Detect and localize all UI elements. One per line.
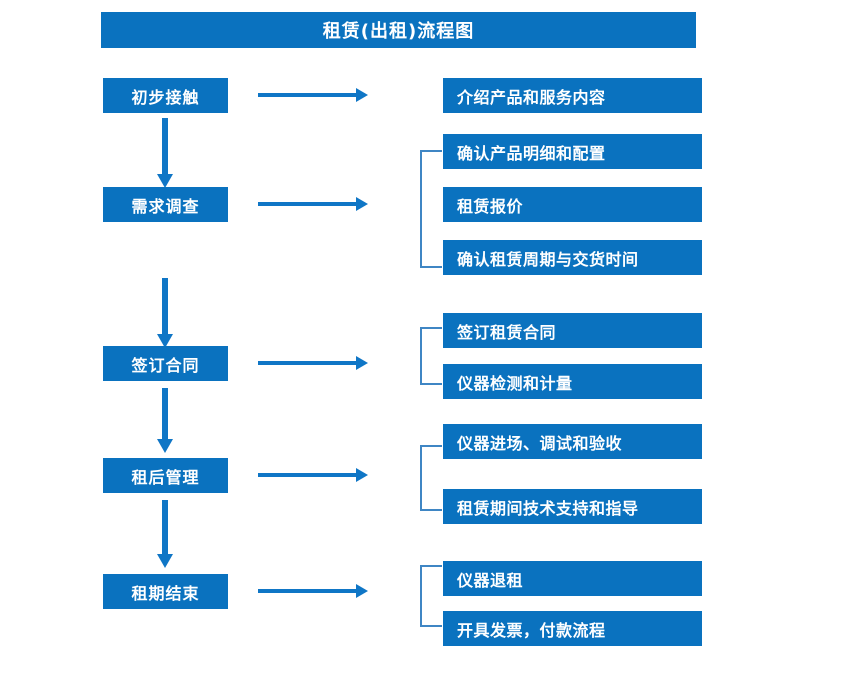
detail-box-1-1[interactable]: 介绍产品和服务内容 (443, 78, 702, 113)
arrow-down-icon-4 (157, 500, 173, 568)
arrow-down-icon-2 (157, 278, 173, 348)
arrow-right-icon (258, 468, 368, 482)
detail-box-5-1[interactable]: 仪器退租 (443, 561, 702, 596)
detail-box-4-1[interactable]: 仪器进场、调试和验收 (443, 424, 702, 459)
detail-box-3-1[interactable]: 签订租赁合同 (443, 313, 702, 348)
detail-box-2-3[interactable]: 确认租赁周期与交货时间 (443, 240, 702, 275)
group-bracket-2 (420, 150, 442, 268)
stage-box-3[interactable]: 签订合同 (103, 346, 228, 381)
arrow-down-icon-3 (157, 388, 173, 453)
group-bracket-3 (420, 327, 442, 385)
arrow-right-icon (258, 584, 368, 598)
arrow-right-icon (258, 197, 368, 211)
detail-box-4-2[interactable]: 租赁期间技术支持和指导 (443, 489, 702, 524)
group-bracket-5 (420, 565, 442, 627)
stage-box-4[interactable]: 租后管理 (103, 458, 228, 493)
detail-box-2-1[interactable]: 确认产品明细和配置 (443, 134, 702, 169)
arrow-right-icon (258, 88, 368, 102)
detail-box-2-2[interactable]: 租赁报价 (443, 187, 702, 222)
arrow-down-icon-1 (157, 118, 173, 188)
detail-box-5-2[interactable]: 开具发票，付款流程 (443, 611, 702, 646)
arrow-right-icon (258, 356, 368, 370)
stage-box-5[interactable]: 租期结束 (103, 574, 228, 609)
stage-box-1[interactable]: 初步接触 (103, 78, 228, 113)
group-bracket-4 (420, 445, 442, 511)
detail-box-3-2[interactable]: 仪器检测和计量 (443, 364, 702, 399)
page-title: 租赁(出租)流程图 (101, 12, 696, 48)
stage-box-2[interactable]: 需求调查 (103, 187, 228, 222)
